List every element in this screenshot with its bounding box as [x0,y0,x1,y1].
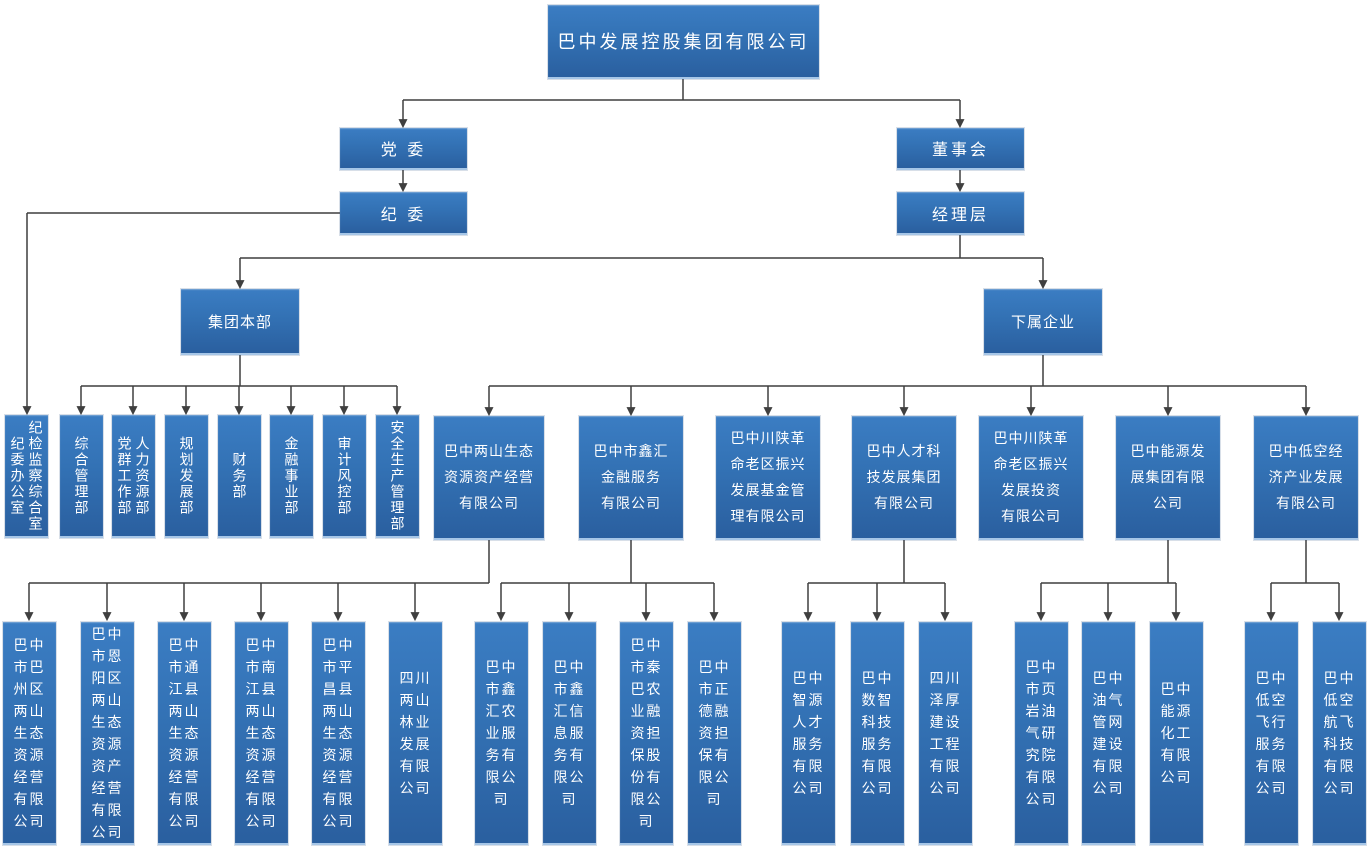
subsidiary-label: 四川 两山 林业 发展 有限 公司 [399,669,432,796]
subsidiary-label: 巴中 市鑫 汇农 业服 务有 限公 司 [485,658,518,807]
headquarters-label: 集团本部 [207,313,272,331]
node-company-liangshan-eco-resources: 巴中两山生态 资源资产经营 有限公司 [434,416,544,540]
node-sub-low-altitude-aviation-tech: 巴中 低空 航飞 科技 有限 公司 [1313,622,1366,845]
node-sub-xinhui-information: 巴中 市鑫 汇信 息服 务有 限公 司 [543,622,596,845]
subsidiary-label: 巴中 市平 昌县 两山 生态 资源 经营 有限 公司 [322,636,355,829]
dept-label: 金融事业部 [283,435,300,516]
node-sub-pingchang-liangshan: 巴中 市平 昌县 两山 生态 资源 经营 有限 公司 [312,622,365,845]
subsidiary-enterprises-label: 下属企业 [1010,313,1075,331]
company-label: 巴中市鑫汇 金融服务 有限公司 [593,443,669,511]
subsidiary-label: 巴中 数智 科技 服务 有限 公司 [861,669,894,796]
subsidiary-label: 巴中 市页 岩油 气研 究院 有限 公司 [1025,658,1058,807]
subsidiary-label: 巴中 智源 人才 服务 有限 公司 [792,669,825,796]
node-sub-low-altitude-flight-service: 巴中 低空 飞行 服务 有限 公司 [1245,622,1298,845]
node-sub-nanjiang-liangshan: 巴中 市南 江县 两山 生态 资源 经营 有限 公司 [235,622,288,845]
company-label: 巴中人才科 技发展集团 有限公司 [866,443,942,511]
dept-label: 安全生产管理部 [389,419,406,532]
node-company-chuanshaan-investment: 巴中川陕革 命老区振兴 发展投资 有限公司 [979,416,1083,540]
subsidiary-label: 巴中 市鑫 汇信 息服 务有 限公 司 [553,658,586,807]
node-dept-hr-party-affairs: 人力资源部 党群工作部 [112,415,155,538]
subsidiary-label: 巴中 油气 管网 建设 有限 公司 [1092,669,1125,796]
subsidiary-label: 巴中 能源 化工 有限 公司 [1160,680,1193,785]
node-company-low-altitude-economy: 巴中低空经 济产业发展 有限公司 [1254,416,1358,540]
node-dept-discipline-inspection-office: 纪检监察综合室 纪委办公室 [5,415,48,538]
company-label: 巴中两山生态 资源资产经营 有限公司 [444,443,534,511]
subsidiary-label: 巴中 市巴 州区 两山 生态 资源 经营 有限 公司 [13,636,46,829]
dept-label: 人力资源部 党群工作部 [116,435,151,516]
node-sub-enyang-liangshan: 巴中 市恩 阳区 两山 生态 资源 资产 经营 有限 公司 [81,622,134,845]
party-committee-label: 党 委 [380,142,427,159]
node-sub-bazhou-liangshan: 巴中 市巴 州区 两山 生态 资源 经营 有限 公司 [3,622,56,845]
node-dept-planning-development: 规划发展部 [165,415,208,538]
dept-label: 纪检监察综合室 纪委办公室 [9,419,44,532]
dept-label: 规划发展部 [178,435,195,516]
dept-label: 财务部 [231,451,248,500]
dept-label: 综合管理部 [73,435,90,516]
node-sub-oil-gas-pipeline: 巴中 油气 管网 建设 有限 公司 [1082,622,1135,845]
board-label: 董事会 [931,142,989,159]
discipline-committee-label: 纪 委 [380,206,427,224]
subsidiary-label: 巴中 低空 航飞 科技 有限 公司 [1323,669,1356,796]
node-sub-energy-chemical: 巴中 能源 化工 有限 公司 [1150,622,1203,845]
node-party-committee: 党 委 [340,128,467,170]
node-company-talent-tech-group: 巴中人才科 技发展集团 有限公司 [852,416,956,540]
dept-label: 审计风控部 [336,435,353,516]
node-sub-xinhui-agriculture: 巴中 市鑫 汇农 业服 务有 限公 司 [475,622,528,845]
subsidiary-label: 四川 泽厚 建设 工程 有限 公司 [929,669,962,796]
subsidiary-label: 巴中 市正 德融 资担 保有 限公 司 [698,658,731,807]
subsidiary-label: 巴中 市南 江县 两山 生态 资源 经营 有限 公司 [245,636,278,829]
node-sub-zehou-construction: 四川 泽厚 建设 工程 有限 公司 [919,622,972,845]
node-sub-zhengde-guarantee: 巴中 市正 德融 资担 保有 限公 司 [688,622,741,845]
root-company-label: 巴中发展控股集团有限公司 [557,32,810,52]
node-group-headquarters: 集团本部 [181,289,299,355]
node-sub-shuzhi-tech: 巴中 数智 科技 服务 有限 公司 [851,622,904,845]
node-company-energy-development-group: 巴中能源发 展集团有限 公司 [1116,416,1220,540]
node-discipline-committee: 纪 委 [340,192,467,235]
company-label: 巴中低空经 济产业发展 有限公司 [1268,443,1344,511]
node-board-of-directors: 董事会 [897,128,1024,170]
management-label: 经理层 [931,206,989,224]
node-sub-zhiyuan-talent: 巴中 智源 人才 服务 有限 公司 [782,622,835,845]
connector-arrows [22,100,1344,622]
node-company-xinhui-financial-services: 巴中市鑫汇 金融服务 有限公司 [579,416,683,540]
subsidiary-label: 巴中 低空 飞行 服务 有限 公司 [1255,669,1288,796]
node-sub-sichuan-liangshan-forestry: 四川 两山 林业 发展 有限 公司 [389,622,442,845]
node-root-company: 巴中发展控股集团有限公司 [548,5,819,79]
node-sub-qinba-guarantee: 巴中 市秦 巴农 业融 资担 保股 份有 限公 司 [620,622,673,845]
subsidiary-label: 巴中 市秦 巴农 业融 资担 保股 份有 限公 司 [630,636,663,829]
company-label: 巴中能源发 展集团有限 公司 [1130,443,1206,511]
node-management-team: 经理层 [897,192,1024,235]
node-company-chuanshaan-fund-management: 巴中川陕革 命老区振兴 发展基金管 理有限公司 [716,416,820,540]
node-dept-financial-business: 金融事业部 [270,415,313,538]
node-dept-audit-risk-control: 审计风控部 [323,415,366,538]
node-sub-tongjiang-liangshan: 巴中 市通 江县 两山 生态 资源 经营 有限 公司 [158,622,211,845]
node-sub-shale-gas-institute: 巴中 市页 岩油 气研 究院 有限 公司 [1015,622,1068,845]
node-dept-safety-production: 安全生产管理部 [376,415,419,538]
subsidiary-label: 巴中 市恩 阳区 两山 生态 资源 资产 经营 有限 公司 [91,625,124,840]
node-dept-finance: 财务部 [218,415,261,538]
subsidiary-label: 巴中 市通 江县 两山 生态 资源 经营 有限 公司 [168,636,201,829]
company-label: 巴中川陕革 命老区振兴 发展基金管 理有限公司 [730,430,806,524]
company-label: 巴中川陕革 命老区振兴 发展投资 有限公司 [993,430,1069,524]
node-dept-general-management: 综合管理部 [60,415,103,538]
node-subsidiary-enterprises: 下属企业 [984,289,1102,355]
